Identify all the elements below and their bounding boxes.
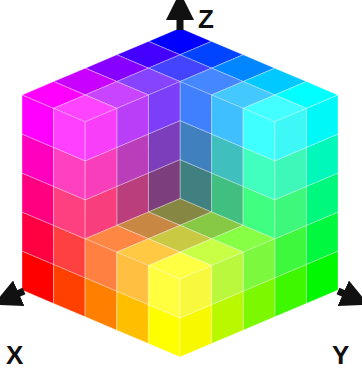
axis-label: X [6, 342, 23, 368]
color-cube [22, 28, 338, 357]
cube-face [54, 108, 86, 160]
axis-label: Z [198, 6, 214, 32]
y-axis [338, 291, 356, 299]
cube-face [275, 108, 307, 160]
cube-face [212, 95, 244, 147]
cube-face [85, 239, 117, 291]
cube-face [22, 95, 54, 147]
cube-face [85, 108, 117, 160]
cube-face [180, 266, 212, 318]
cube-face [243, 239, 275, 291]
cube-face [243, 108, 275, 160]
axis-label: Y [332, 342, 349, 368]
x-axis [6, 291, 24, 299]
cube-face [306, 95, 338, 147]
cube-face [148, 82, 180, 134]
cube-face [148, 266, 180, 318]
cube-face [117, 252, 149, 304]
z-axis [177, 6, 184, 30]
cube-face [117, 95, 149, 147]
cube-face [212, 252, 244, 304]
cube-face [180, 82, 212, 134]
